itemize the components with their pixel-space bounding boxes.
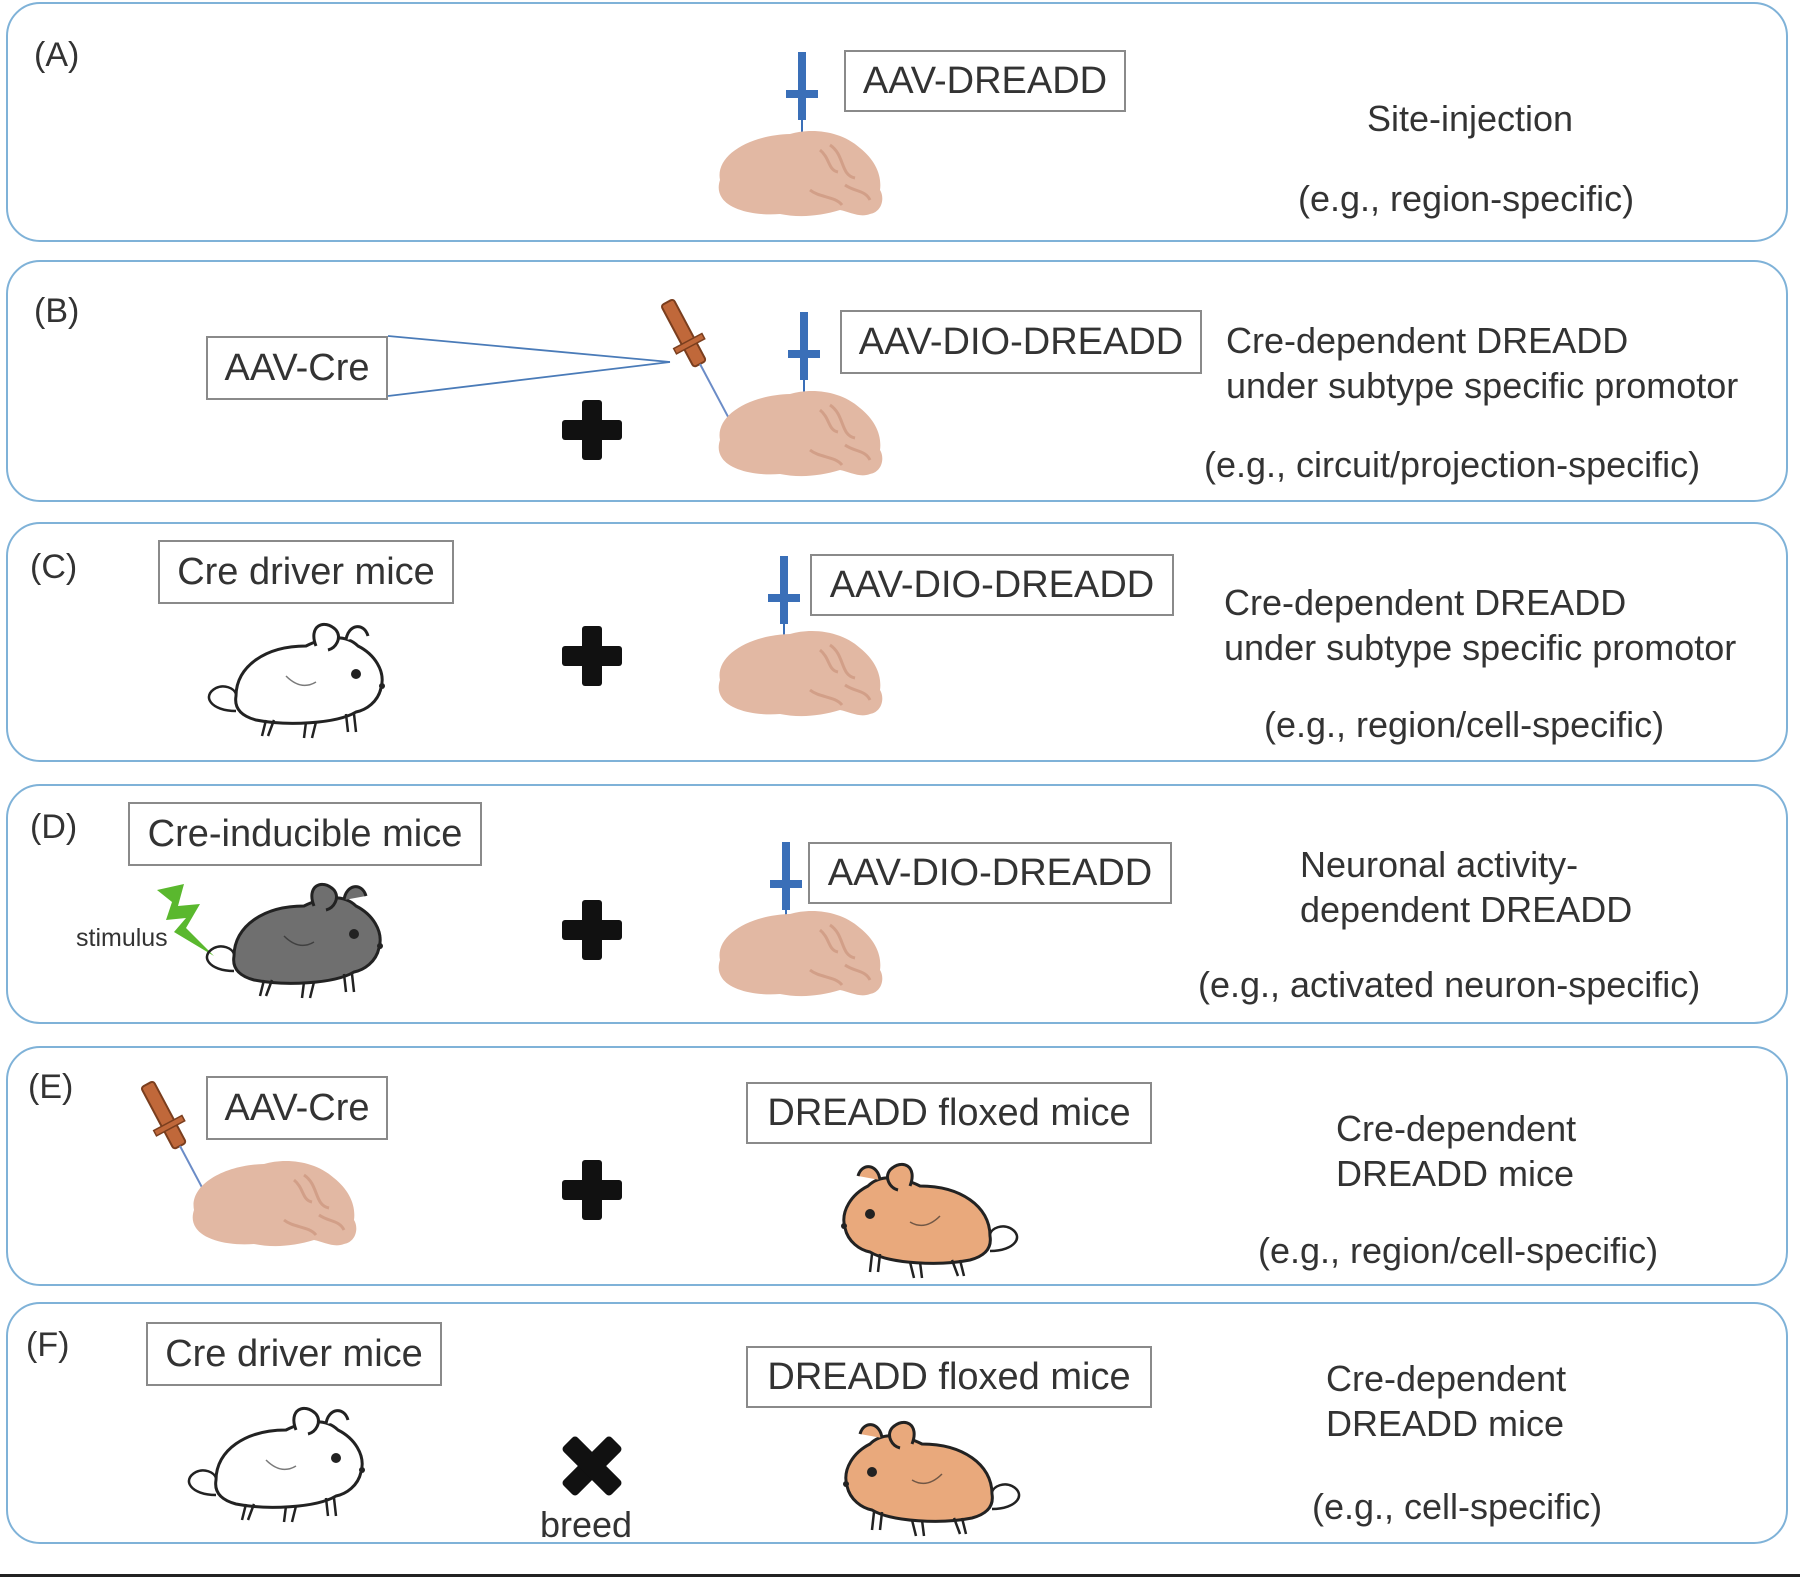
- specificity-example: (e.g., cell-specific): [1312, 1486, 1603, 1527]
- description-line: Cre-dependent DREADD: [1226, 320, 1629, 361]
- mouse-icon: [194, 876, 394, 1006]
- strategy-description: Cre-dependent DREADD mice: [1300, 1106, 1640, 1196]
- mouse-icon: [832, 1414, 1032, 1544]
- brain-icon: [710, 120, 890, 220]
- cross-icon: [562, 1436, 622, 1496]
- virus-label-box: AAV-DIO-DREADD: [810, 554, 1174, 616]
- mouse-icon: [176, 1400, 376, 1530]
- description-line: Cre-dependent: [1326, 1358, 1567, 1399]
- strategy-description: Neuronal activity- dependent DREADD: [1286, 842, 1676, 932]
- mouse-label-box: Cre driver mice: [146, 1322, 442, 1386]
- strategy-description: Cre-dependent DREADD mice: [1300, 1356, 1640, 1446]
- strategy-description: Site-injection: [1330, 96, 1610, 141]
- callout-lines: [388, 335, 671, 397]
- brain-icon: [710, 380, 890, 480]
- panel-label: (A): [34, 36, 80, 74]
- brain-icon: [184, 1150, 364, 1250]
- specificity-example: (e.g., region/cell-specific): [1264, 704, 1665, 745]
- description-line: DREADD mice: [1326, 1403, 1565, 1444]
- panel-label: (E): [28, 1068, 74, 1106]
- brain-icon: [710, 620, 890, 720]
- description-line: DREADD mice: [1336, 1153, 1575, 1194]
- specificity-example: (e.g., region-specific): [1298, 178, 1635, 219]
- description-line: Site-injection: [1366, 98, 1574, 139]
- stimulus-label: stimulus: [76, 924, 168, 952]
- panel-label: (B): [34, 292, 80, 330]
- strategy-description: Cre-dependent DREADD under subtype speci…: [1224, 580, 1774, 670]
- mouse-label-box: Cre driver mice: [158, 540, 454, 604]
- mouse-icon: [830, 1156, 1030, 1286]
- description-line: dependent DREADD: [1300, 889, 1633, 930]
- virus-label-box: AAV-DREADD: [844, 50, 1126, 112]
- figure-bottom-rule: [0, 1574, 1800, 1577]
- breed-label: breed: [540, 1504, 633, 1545]
- plus-icon: [562, 400, 622, 460]
- panel-a: [6, 2, 1788, 242]
- brain-icon: [710, 900, 890, 1000]
- mouse-label-box: DREADD floxed mice: [746, 1346, 1152, 1408]
- description-line: Cre-dependent: [1336, 1108, 1577, 1149]
- description-line: under subtype specific promotor: [1226, 365, 1739, 406]
- mouse-label-box: Cre-inducible mice: [128, 802, 482, 866]
- specificity-example: (e.g., activated neuron-specific): [1198, 964, 1701, 1005]
- plus-icon: [562, 900, 622, 960]
- panel-label: (C): [30, 548, 78, 586]
- mouse-label-box: DREADD floxed mice: [746, 1082, 1152, 1144]
- panel-label: (F): [26, 1326, 70, 1364]
- strategy-description: Cre-dependent DREADD under subtype speci…: [1226, 318, 1776, 408]
- description-line: under subtype specific promotor: [1224, 627, 1737, 668]
- specificity-example: (e.g., region/cell-specific): [1258, 1230, 1659, 1271]
- plus-icon: [562, 1160, 622, 1220]
- virus-label-box: AAV-DIO-DREADD: [840, 310, 1202, 374]
- panel-label: (D): [30, 808, 78, 846]
- description-line: Cre-dependent DREADD: [1224, 582, 1627, 623]
- virus-label-box: AAV-Cre: [206, 1076, 388, 1140]
- plus-icon: [562, 626, 622, 686]
- specificity-example: (e.g., circuit/projection-specific): [1204, 444, 1701, 485]
- mouse-icon: [196, 616, 396, 746]
- virus-label-box: AAV-DIO-DREADD: [808, 842, 1172, 904]
- virus-label-box: AAV-Cre: [206, 336, 388, 400]
- description-line: Neuronal activity-: [1300, 844, 1579, 885]
